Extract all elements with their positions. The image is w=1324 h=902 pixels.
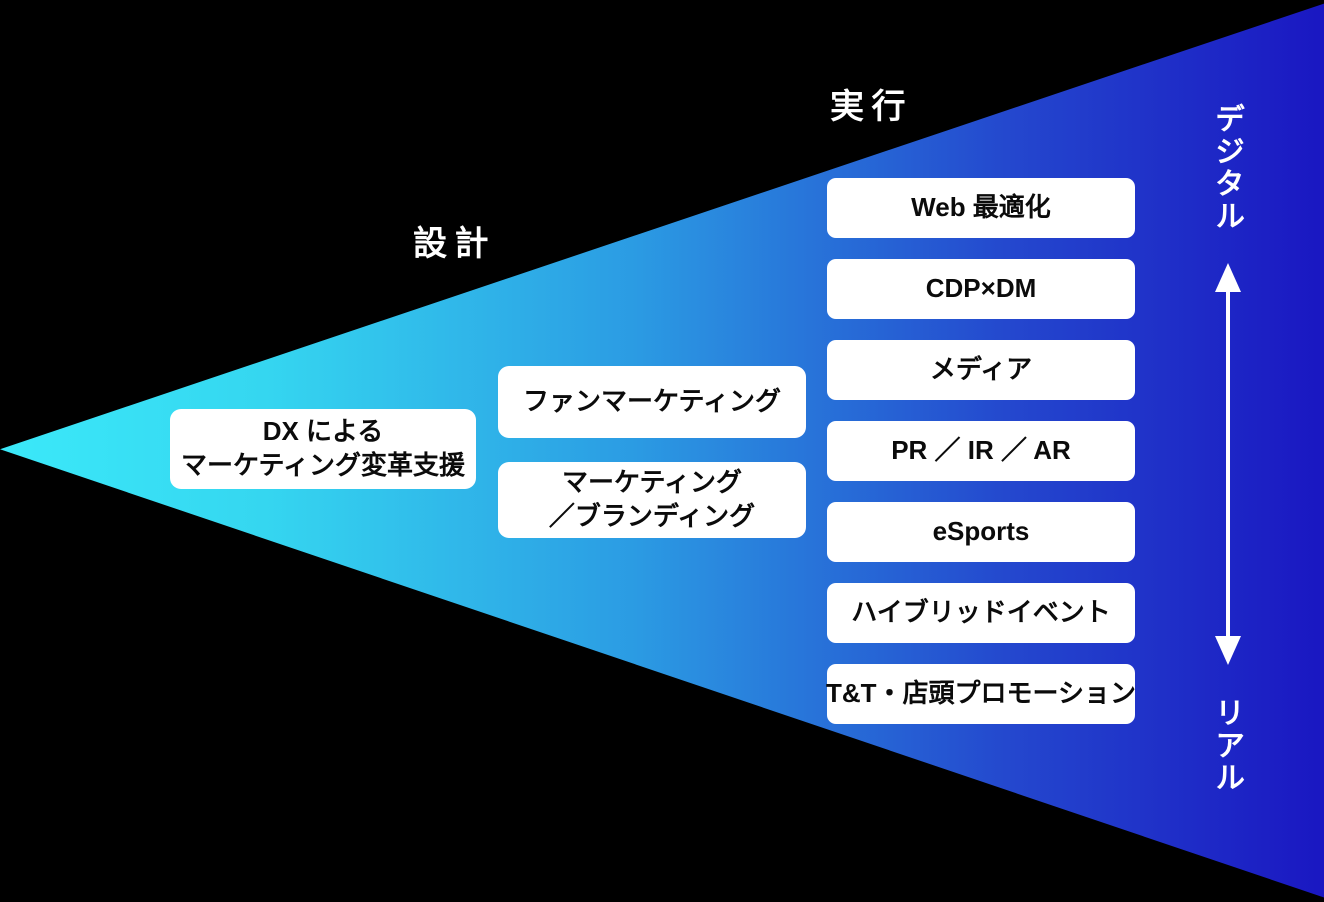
arrow-up-icon [1215, 263, 1241, 292]
digital-real-arrow [1226, 291, 1230, 637]
axis-label-digital: デジタル [1210, 103, 1243, 233]
service-box-web-optimization: Web 最適化 [827, 178, 1135, 238]
stage-label-design: 設計 [413, 225, 496, 263]
service-box-media: メディア [827, 340, 1135, 400]
axis-label-real: リアル [1210, 697, 1243, 795]
fan-marketing-label: ファンマーケティング [523, 386, 781, 417]
arrow-down-icon [1215, 636, 1241, 665]
marketing-branding-box: マーケティング ／ブランディング [498, 462, 806, 538]
marketing-branding-line1: マーケティング [562, 467, 742, 498]
marketing-branding-line2: ／ブランディング [548, 501, 756, 531]
fan-marketing-box: ファンマーケティング [498, 366, 806, 438]
dx-transformation-line2: マーケティング変革支援 [181, 450, 465, 480]
dx-transformation-box: DX による マーケティング変革支援 [170, 409, 476, 489]
stage-label-execution: 実行 [830, 88, 913, 126]
service-box-tt-instore-promotion: T&T・店頭プロモーション [826, 664, 1136, 724]
dx-transformation-line1: DX による [262, 416, 384, 447]
service-box-hybrid-event: ハイブリッドイベント [827, 583, 1135, 643]
service-box-esports: eSports [827, 502, 1135, 562]
service-box-cdp-dm: CDP×DM [827, 259, 1135, 319]
service-box-pr-ir-ar: PR ／ IR ／ AR [827, 421, 1135, 481]
